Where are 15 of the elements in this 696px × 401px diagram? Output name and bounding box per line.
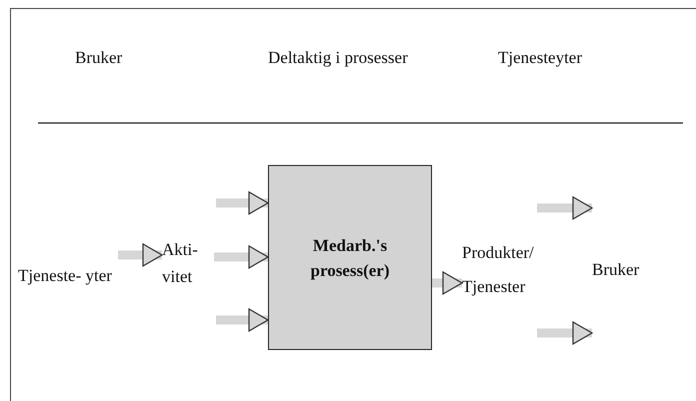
block-arrow	[118, 243, 163, 267]
node-label: Tjeneste- yter	[18, 245, 118, 305]
block-arrow	[216, 191, 269, 215]
node-label: Akti- vitet	[162, 185, 214, 340]
column-heading: Tjenesteyter	[498, 48, 582, 68]
process-box: Medarb.'s prosess(er)	[268, 165, 432, 350]
node-label: Produkter/ Tjenester	[462, 195, 552, 345]
block-arrow	[537, 196, 593, 220]
column-heading: Deltaktig i prosesser	[268, 48, 408, 68]
node-label: Bruker	[592, 195, 672, 345]
block-arrow	[537, 321, 593, 345]
block-arrow	[432, 271, 463, 295]
block-arrow	[214, 245, 269, 269]
block-arrow	[216, 308, 269, 332]
column-heading: Bruker	[75, 48, 122, 68]
